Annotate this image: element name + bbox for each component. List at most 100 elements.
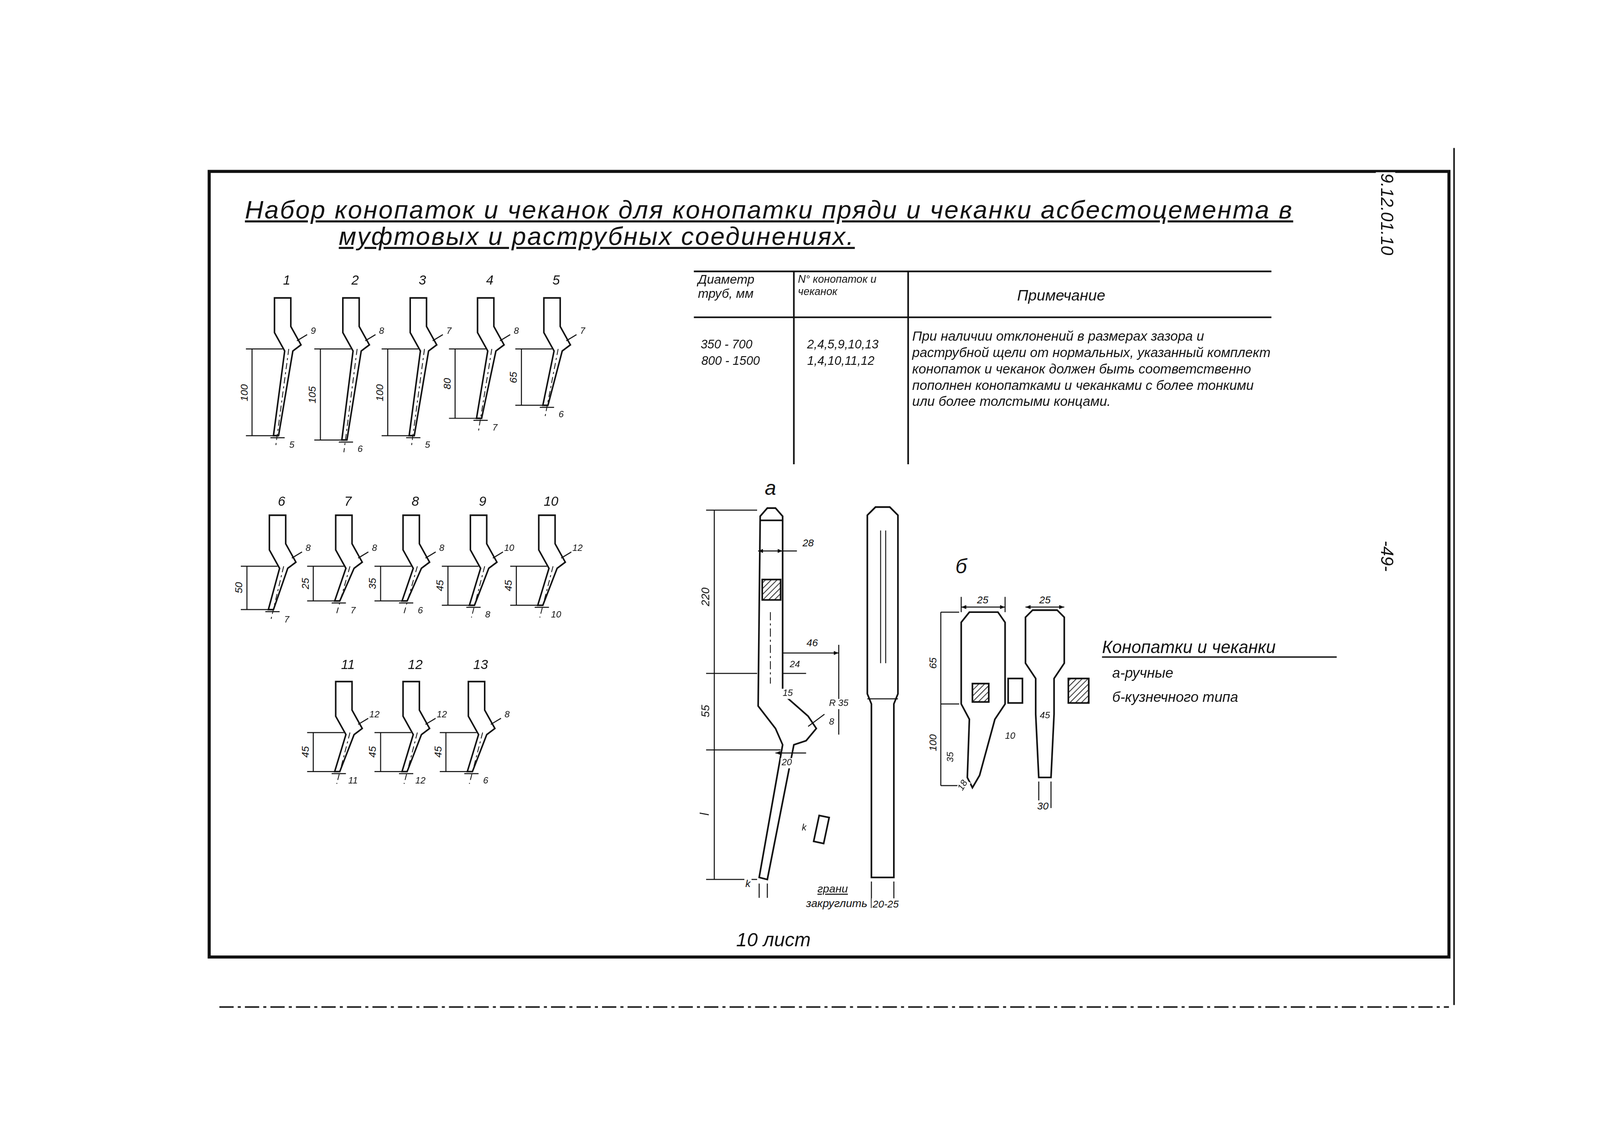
dimension-label: 12 [435, 710, 448, 721]
dimension-label: 50 [233, 581, 245, 595]
dimension-line [399, 773, 414, 775]
dimension-line [399, 602, 414, 604]
table-cell: При наличии отклонений в размерах зазора… [912, 328, 1272, 411]
dimension-label: 65 [507, 370, 520, 384]
dimension-line [448, 348, 486, 350]
dimension-label: 6 [356, 445, 364, 456]
table-grid [693, 271, 1272, 465]
callout-number: 6 [276, 494, 287, 510]
dimension-label: 45 [434, 579, 446, 593]
dimension-label: 5 [424, 441, 432, 452]
callout-number: 12 [406, 658, 424, 673]
forge-tool-b [940, 597, 1089, 809]
caulking-tool [273, 297, 302, 436]
dimension-line [515, 348, 553, 350]
dimension-line [381, 435, 411, 437]
dimension-line [566, 334, 577, 341]
dimension-line [306, 600, 336, 602]
table-cell: N° конопаток и чеканок [797, 273, 904, 298]
axis-line [270, 566, 284, 623]
dimension-label: 35 [945, 751, 956, 764]
dimension-line [539, 406, 554, 408]
dimension-label: 45 [1038, 711, 1051, 722]
dimension-line [374, 732, 412, 733]
dimension-line [319, 348, 321, 441]
table-cell: 350 - 700 [699, 337, 754, 352]
caulking-tool [467, 681, 495, 772]
dimension-line [251, 348, 253, 436]
dimension-label: 8 [438, 544, 446, 555]
dimension-label: 20-25 [871, 898, 900, 910]
dimension-line [441, 604, 471, 606]
dimension-line [510, 604, 540, 606]
sheet-title: Набор конопаток и чеканок для конопатки … [244, 196, 1426, 250]
callout-number: 7 [343, 494, 354, 510]
dimension-label: 10 [550, 610, 563, 621]
legend-note: а-ручные [1112, 665, 1174, 681]
dimension-label: 12 [368, 710, 381, 721]
dimension-label: 8 [512, 326, 520, 337]
dimension-line [515, 405, 545, 406]
dimension-line [296, 334, 307, 341]
callout-number: 3 [417, 273, 428, 288]
dimension-label: а [763, 476, 777, 499]
dimension-label: R 35 [827, 699, 850, 710]
dimension-line [379, 732, 381, 772]
dimension-label: 65 [926, 656, 939, 670]
dimension-label: 10 [503, 544, 516, 555]
dimension-line [510, 566, 548, 567]
axis-line [404, 566, 418, 614]
callout-number: 9 [477, 494, 488, 510]
callout-number: 10 [542, 494, 560, 510]
dimension-line [454, 348, 456, 419]
dimension-line [270, 437, 285, 439]
dimension-line [493, 551, 504, 558]
sheet-frame [183, 147, 1455, 1008]
dimension-label: 7 [491, 423, 499, 434]
dimension-label: l [698, 811, 712, 817]
dimension-label: 8 [370, 544, 379, 555]
dimension-line [240, 609, 270, 611]
dimension-line [312, 732, 314, 772]
dimension-label: 7 [349, 606, 357, 617]
dimension-label: 10 [1003, 731, 1017, 742]
axis-line [275, 348, 289, 448]
dimension-label: 6 [482, 776, 490, 787]
dimension-line [387, 348, 389, 436]
dimension-label: 20 [780, 758, 793, 769]
caulking-tool [401, 681, 430, 772]
table-cell: Диаметр труб, мм [697, 273, 790, 302]
dimension-line [405, 437, 421, 439]
dimension-line [306, 771, 336, 773]
dimension-line [245, 348, 283, 350]
axis-line [539, 566, 553, 618]
dimension-label: 30 [1036, 800, 1050, 812]
caulking-tool [409, 297, 437, 436]
dimension-label: 105 [306, 384, 318, 405]
table-cell: 2,4,5,9,10,13 [805, 337, 880, 352]
dimension-line [331, 773, 346, 775]
dimension-line [245, 435, 275, 437]
dimension-line [291, 551, 302, 558]
axis-line [478, 348, 492, 431]
axis-line [336, 732, 350, 784]
dimension-label: 25 [976, 594, 990, 606]
dimension-line [314, 348, 352, 350]
dimension-label: б [954, 555, 969, 578]
dimension-label: 25 [299, 576, 312, 591]
dimension-line [499, 334, 510, 341]
dimension-line [240, 566, 278, 567]
sheet-mark: 9.12.01.10 [1376, 172, 1396, 257]
dimension-label: 7 [579, 326, 587, 337]
caulking-tool [334, 515, 363, 602]
dimension-line [466, 607, 481, 608]
dimension-line [561, 551, 572, 558]
caulking-tool [401, 515, 430, 602]
dimension-label: 6 [557, 410, 566, 421]
dimension-label: 55 [698, 703, 712, 719]
callout-number: 11 [340, 658, 357, 673]
dimension-label: 45 [431, 745, 444, 759]
dimension-label: 8 [503, 710, 511, 721]
dimension-label: 7 [445, 326, 453, 337]
